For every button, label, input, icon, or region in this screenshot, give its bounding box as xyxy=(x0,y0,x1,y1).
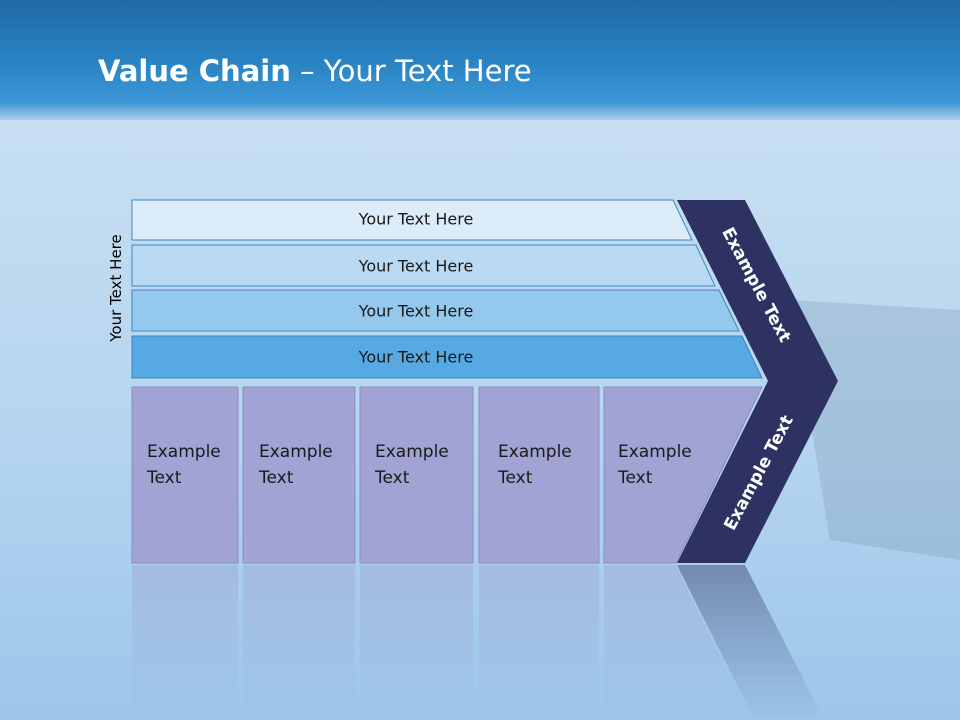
box-label-4: Example Text xyxy=(498,439,572,491)
chevron-lower xyxy=(677,381,838,563)
row-label-4: Your Text Here xyxy=(358,347,474,367)
box-label-3: Example Text xyxy=(375,439,449,491)
floor-reflection xyxy=(132,565,825,720)
box-label-1-line2: Text xyxy=(147,468,182,488)
row-band-4 xyxy=(131,335,763,379)
row-label-3: Your Text Here xyxy=(358,301,474,321)
header-band: Value Chain – Your Text Here xyxy=(0,0,960,120)
row-label-1: Your Text Here xyxy=(358,209,474,229)
chevron-upper xyxy=(677,200,838,381)
box-label-5-line2: Text xyxy=(618,468,653,488)
box-label-2: Example Text xyxy=(259,439,333,491)
box-5 xyxy=(603,386,763,564)
box-label-1-line1: Example xyxy=(147,442,221,462)
box-label-2-line2: Text xyxy=(259,468,294,488)
row-label-2: Your Text Here xyxy=(358,256,474,276)
title-bold: Value Chain xyxy=(98,54,291,88)
row-band-2 xyxy=(131,244,716,287)
title-rest: – Your Text Here xyxy=(290,54,532,88)
background-sleeve xyxy=(790,300,960,560)
box-label-2-line1: Example xyxy=(259,442,333,462)
box-1 xyxy=(131,386,239,564)
box-label-4-line1: Example xyxy=(498,442,572,462)
box-label-5-line1: Example xyxy=(618,442,692,462)
slide-title: Value Chain – Your Text Here xyxy=(98,54,532,88)
row-band-3 xyxy=(131,289,740,332)
box-4 xyxy=(478,386,600,564)
box-label-3-line1: Example xyxy=(375,442,449,462)
row-band-1 xyxy=(131,199,693,241)
box-label-3-line2: Text xyxy=(375,468,410,488)
box-3 xyxy=(359,386,474,564)
box-label-5: Example Text xyxy=(618,439,692,491)
box-label-4-line2: Text xyxy=(498,468,533,488)
box-2 xyxy=(242,386,356,564)
box-label-1: Example Text xyxy=(147,439,221,491)
